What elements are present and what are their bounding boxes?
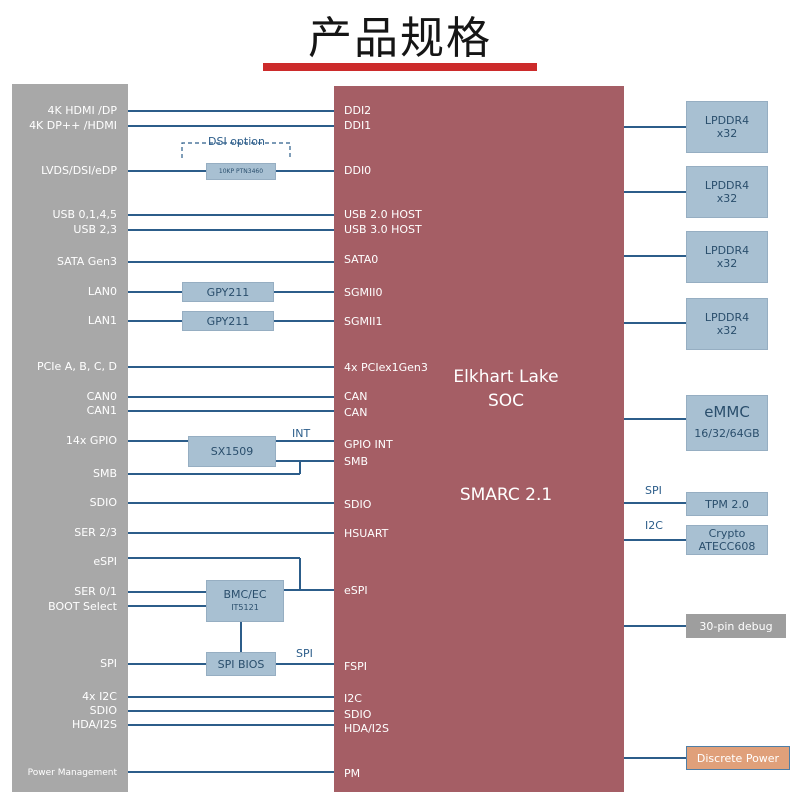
soc-port-pciex: 4x PCIex1Gen3 [344, 361, 428, 374]
tpm-module: TPM 2.0 [686, 492, 768, 516]
crypto-chip: Crypto ATECC608 [686, 525, 768, 555]
dsi-option-label: DSI option [208, 135, 265, 148]
lpddr4-module-4: LPDDR4 x32 [686, 298, 768, 350]
label-gpio: 14x GPIO [65, 434, 117, 447]
debug-header: 30-pin debug [686, 614, 786, 638]
dsi-option-bracket [181, 142, 291, 158]
sx1509-expander: SX1509 [188, 436, 276, 467]
label-lan0: LAN0 [87, 285, 117, 298]
label-hda: HDA/I2S [71, 718, 117, 731]
label-power-management: Power Management [27, 768, 117, 778]
soc-name: Elkhart Lake [453, 367, 559, 387]
lpddr4-module-1: LPDDR4 x32 [686, 101, 768, 153]
emmc-capacity: 16/32/64GB [694, 427, 760, 440]
label-usb-0145: USB 0,1,4,5 [52, 208, 117, 221]
lpddr4-width: x32 [716, 324, 738, 337]
soc-port-i2c: I2C [344, 692, 362, 705]
soc-port-pm: PM [344, 767, 361, 780]
gpy211-lan1: GPY211 [182, 311, 274, 331]
label-spi: SPI [100, 657, 117, 670]
label-lan1: LAN1 [87, 314, 117, 327]
soc-port-hda: HDA/I2S [344, 722, 390, 735]
soc-port-ddi2: DDI2 [344, 104, 372, 117]
soc-port-fspi: FSPI [344, 660, 367, 673]
carrier-interfaces-panel [12, 84, 128, 792]
soc-port-sata0: SATA0 [344, 253, 379, 266]
lpddr4-width: x32 [716, 192, 738, 205]
page-title: 产品规格 [308, 13, 492, 64]
soc-label: SOC [487, 391, 525, 411]
soc-port-usb30: USB 3.0 HOST [344, 223, 422, 236]
soc-port-ddi1: DDI1 [344, 119, 372, 132]
label-ser01: SER 0/1 [74, 585, 117, 598]
label-ser23: SER 2/3 [74, 526, 117, 539]
label-boot: BOOT Select [48, 600, 117, 613]
soc-port-hsuart: HSUART [344, 527, 389, 540]
label-smb: SMB [92, 467, 117, 480]
soc-port-smb: SMB [344, 455, 369, 468]
soc-port-sdio: SDIO [344, 498, 372, 511]
lpddr4-label: LPDDR4 [704, 244, 750, 257]
soc-block [334, 86, 624, 792]
label-hdmi-dp: 4K HDMI /DP [47, 104, 118, 117]
soc-port-sgmii0: SGMII0 [344, 286, 383, 299]
label-can0: CAN0 [86, 390, 117, 403]
lpddr4-label: LPDDR4 [704, 311, 750, 324]
label-pcie: PCIe A, B, C, D [36, 360, 117, 373]
soc-port-sgmii1: SGMII1 [344, 315, 383, 328]
crypto-part: ATECC608 [698, 540, 756, 553]
soc-port-can-a: CAN [344, 390, 368, 403]
lpddr4-label: LPDDR4 [704, 114, 750, 127]
spi-tpm-bus-label: SPI [645, 484, 662, 497]
label-lvds: LVDS/DSI/eDP [41, 164, 117, 177]
lpddr4-width: x32 [716, 127, 738, 140]
soc-port-can-b: CAN [344, 406, 368, 419]
label-dp-hdmi: 4K DP++ /HDMI [29, 119, 117, 132]
soc-port-usb20: USB 2.0 HOST [344, 208, 422, 221]
lpddr4-label: LPDDR4 [704, 179, 750, 192]
i2c-crypto-bus-label: I2C [645, 519, 663, 532]
gpy211-lan0: GPY211 [182, 282, 274, 302]
lpddr4-module-2: LPDDR4 x32 [686, 166, 768, 218]
soc-port-espi: eSPI [344, 584, 368, 597]
soc-port-sdio2: SDIO [344, 708, 372, 721]
int-label: INT [292, 427, 311, 440]
bmc-ec-name: BMC/EC [223, 588, 267, 601]
bmc-ec-controller: BMC/EC IT5121 [206, 580, 284, 622]
label-can1: CAN1 [86, 404, 117, 417]
label-i2c: 4x I2C [82, 690, 117, 703]
spi-bus-label: SPI [296, 647, 313, 660]
dsi-bridge-chip: 10KP PTN3460 [206, 163, 276, 180]
soc-port-ddi0: DDI0 [344, 164, 372, 177]
label-usb-23: USB 2,3 [73, 223, 117, 236]
smarc-standard: SMARC 2.1 [459, 485, 553, 505]
label-sdio2: SDIO [89, 704, 117, 717]
lpddr4-module-3: LPDDR4 x32 [686, 231, 768, 283]
discrete-power-block: Discrete Power [686, 746, 790, 770]
bmc-ec-part: IT5121 [231, 603, 259, 612]
soc-port-gpioint: GPIO INT [344, 438, 393, 451]
crypto-label: Crypto [708, 527, 746, 540]
emmc-storage: eMMC 16/32/64GB [686, 395, 768, 451]
emmc-label: eMMC [704, 403, 750, 421]
label-sata: SATA Gen3 [56, 255, 117, 268]
label-espi: eSPI [93, 555, 117, 568]
title-underline [263, 63, 537, 71]
spi-bios: SPI BIOS [206, 652, 276, 676]
lpddr4-width: x32 [716, 257, 738, 270]
label-sdio: SDIO [89, 496, 117, 509]
